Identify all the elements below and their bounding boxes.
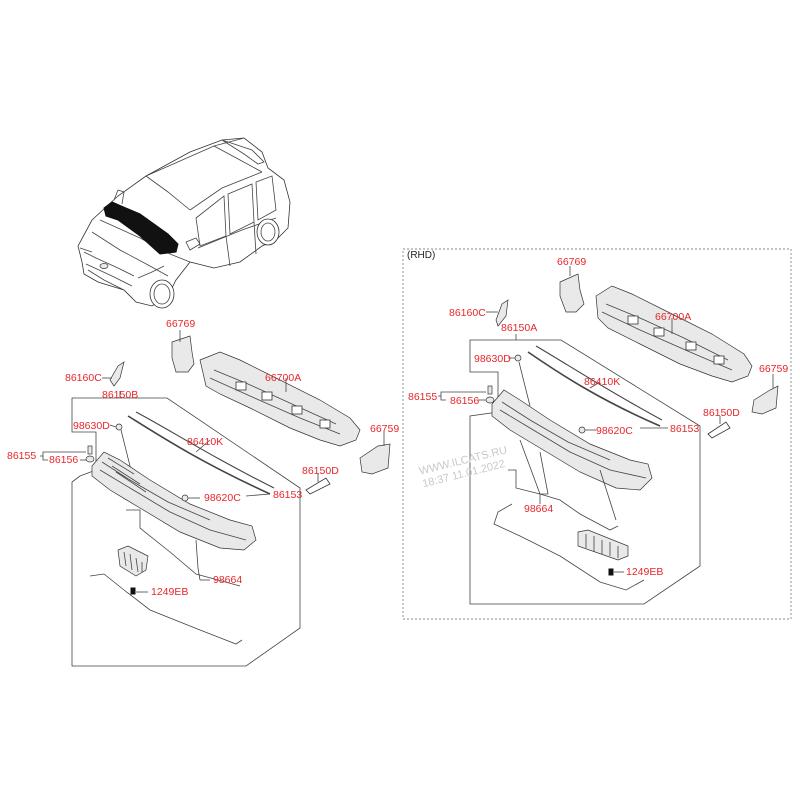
rhd-assembly bbox=[402, 248, 792, 620]
rhd-label-86410k[interactable]: 86410K bbox=[584, 376, 621, 388]
lhd-assembly bbox=[40, 330, 391, 667]
car-illustration bbox=[77, 137, 291, 309]
rhd-label-98620c[interactable]: 98620C bbox=[596, 425, 633, 437]
label-86156[interactable]: 86156 bbox=[49, 454, 79, 466]
label-66700a[interactable]: 66700A bbox=[265, 372, 302, 384]
rhd-label-86153[interactable]: 86153 bbox=[670, 423, 700, 435]
rhd-label-86160c[interactable]: 86160C bbox=[449, 307, 486, 319]
label-86160c[interactable]: 86160C bbox=[65, 372, 102, 384]
label-1249eb[interactable]: 1249EB bbox=[151, 586, 189, 598]
label-66759[interactable]: 66759 bbox=[370, 423, 400, 435]
label-86150d[interactable]: 86150D bbox=[302, 465, 339, 477]
label-66769[interactable]: 66769 bbox=[166, 318, 196, 330]
label-86410k[interactable]: 86410K bbox=[187, 436, 224, 448]
label-86150b[interactable]: 86150B bbox=[102, 389, 139, 401]
rhd-label-1249eb[interactable]: 1249EB bbox=[626, 566, 664, 578]
label-98620c[interactable]: 98620C bbox=[204, 492, 241, 504]
label-86153[interactable]: 86153 bbox=[273, 489, 303, 501]
rhd-label-86156[interactable]: 86156 bbox=[450, 395, 480, 407]
label-98664[interactable]: 98664 bbox=[213, 574, 243, 586]
rhd-label-86155[interactable]: 86155 bbox=[408, 391, 438, 403]
label-98630d[interactable]: 98630D bbox=[73, 420, 110, 432]
rhd-label-98664[interactable]: 98664 bbox=[524, 503, 554, 515]
rhd-label-86150d[interactable]: 86150D bbox=[703, 407, 740, 419]
rhd-label-66700a[interactable]: 66700A bbox=[655, 311, 692, 323]
rhd-label-98630d[interactable]: 98630D bbox=[474, 353, 511, 365]
rhd-label-86150a[interactable]: 86150A bbox=[501, 322, 538, 334]
rhd-label-66759[interactable]: 66759 bbox=[759, 363, 789, 375]
label-86155[interactable]: 86155 bbox=[7, 450, 37, 462]
rhd-label-66769[interactable]: 66769 bbox=[557, 256, 587, 268]
rhd-section-title: (RHD) bbox=[407, 250, 436, 261]
